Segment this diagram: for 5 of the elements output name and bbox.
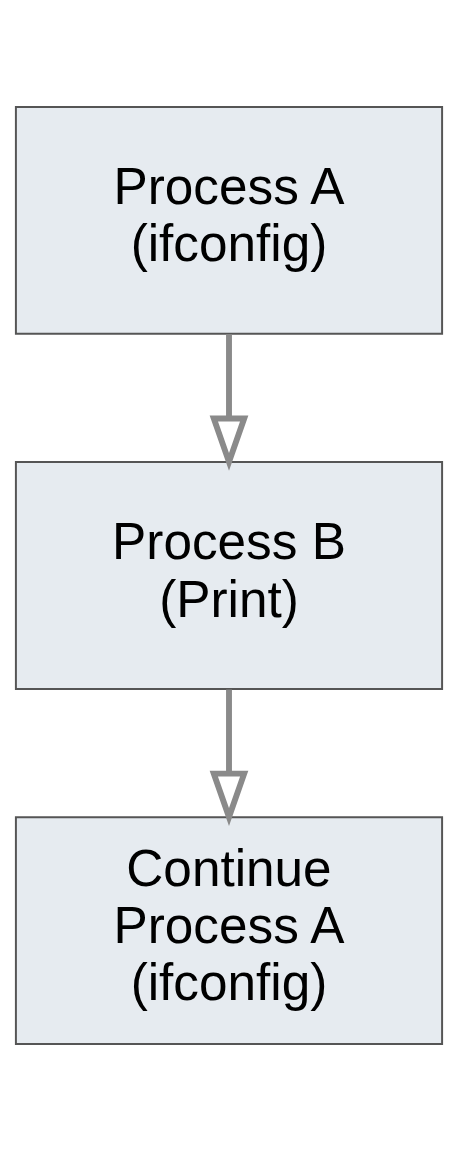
node-box: Process B (Print) <box>14 461 444 690</box>
arrow <box>209 689 249 826</box>
node-box: Process A (ifconfig) <box>14 105 444 335</box>
node-box: Continue Process A (ifconfig) <box>14 816 444 1046</box>
arrow <box>209 334 249 471</box>
